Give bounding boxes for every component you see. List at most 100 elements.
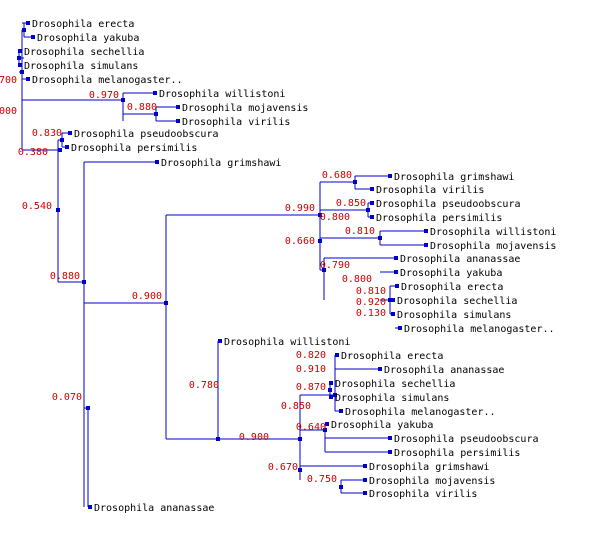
support-value: 0.130 [356,308,386,319]
tip-node [218,339,222,343]
taxon-label: Drosophila pseudoobscura [394,434,539,445]
taxon-label: Drosophila ananassae [400,254,520,265]
tip-node [26,21,30,25]
taxon-label: Drosophila mojavensis [182,103,308,114]
support-value: 0.900 [132,291,162,302]
support-value: 0.810 [356,286,386,297]
tip-node [394,256,398,260]
taxon-label: Drosophila erecta [401,282,503,293]
taxon-label: Drosophila sechellia [397,296,517,307]
tip-node [329,395,333,399]
taxon-label: Drosophila sechellia [24,47,144,58]
tip-node [388,450,392,454]
support-value: 0.870 [296,382,326,393]
internal-node [339,485,343,489]
tip-node [31,35,35,39]
internal-node [366,208,370,212]
tip-node [153,91,157,95]
internal-node [298,437,302,441]
support-value: 0.820 [296,350,326,361]
support-value: 0.680 [322,170,352,181]
taxon-label: Drosophila persimilis [394,448,520,459]
tip-node [388,436,392,440]
internal-node [164,301,168,305]
internal-node [154,112,158,116]
support-value: 0.990 [285,203,315,214]
tip-node [370,201,374,205]
tip-node [26,77,30,81]
internal-node [82,280,86,284]
tip-node [18,49,22,53]
support-value: 0.750 [307,474,337,485]
support-value: 0.800 [342,274,372,285]
internal-node [323,428,327,432]
tip-node [329,381,333,385]
tip-node [398,326,402,330]
tip-node [370,187,374,191]
tip-node [68,131,72,135]
support-values: 7000000.9700.8800.8300.3800.5400.8800.90… [0,75,386,485]
taxon-label: Drosophila grimshawi [394,172,514,183]
support-value: 0.880 [50,271,80,282]
tip-node [378,367,382,371]
internal-node [322,268,326,272]
internal-node [318,213,322,217]
tip-node [363,491,367,495]
support-value: 000 [0,106,17,117]
support-value: 0.850 [281,401,311,412]
taxon-label: Drosophila virilis [376,185,484,196]
tip-node [363,464,367,468]
support-value: 0.780 [189,380,219,391]
taxon-label: Drosophila persimilis [71,143,197,154]
internal-node [17,56,21,60]
taxon-label: Drosophila melanogaster.. [32,75,183,86]
internal-node [20,70,24,74]
internal-node [56,208,60,212]
tip-node [363,478,367,482]
taxon-label: Drosophila erecta [341,351,443,362]
taxon-label: Drosophila simulans [397,310,511,321]
internal-node [328,388,332,392]
support-value: 0.880 [127,102,157,113]
internal-node [216,437,220,441]
internal-node [86,406,90,410]
tip-node [88,505,92,509]
tip-node [391,312,395,316]
taxon-label: Drosophila ananassae [94,503,214,514]
internal-node [60,138,64,142]
internal-node [22,28,26,32]
tip-node [388,174,392,178]
support-value: 0.850 [336,198,366,209]
tip-node [18,63,22,67]
tip-node [391,298,395,302]
tip-node [176,105,180,109]
support-value: 0.640 [296,422,326,433]
taxon-label: Drosophila pseudoobscura [74,129,219,140]
support-value: 0.920 [356,297,386,308]
internal-node [333,393,337,397]
tip-node [424,229,428,233]
support-value: 0.830 [32,128,62,139]
tip-node [424,243,428,247]
tip-node [325,422,329,426]
tip-node [394,270,398,274]
internal-node [298,468,302,472]
taxon-label: Drosophila yakuba [37,33,139,44]
support-value: 0.670 [268,462,298,473]
tip-node [339,409,343,413]
taxon-label: Drosophila erecta [32,19,134,30]
support-value: 0.790 [320,260,350,271]
tip-node [65,145,69,149]
taxon-label: Drosophila persimilis [376,213,502,224]
internal-node [121,98,125,102]
internal-node [388,298,392,302]
taxon-label: Drosophila mojavensis [369,476,495,487]
taxon-label: Drosophila melanogaster.. [404,324,555,335]
taxon-label: Drosophila virilis [182,117,290,128]
taxon-label: Drosophila grimshawi [161,158,281,169]
support-value: 700 [0,75,17,86]
support-value: 0.800 [320,212,350,223]
support-value: 0.380 [18,147,48,158]
internal-node [378,236,382,240]
taxon-label: Drosophila pseudoobscura [376,199,521,210]
